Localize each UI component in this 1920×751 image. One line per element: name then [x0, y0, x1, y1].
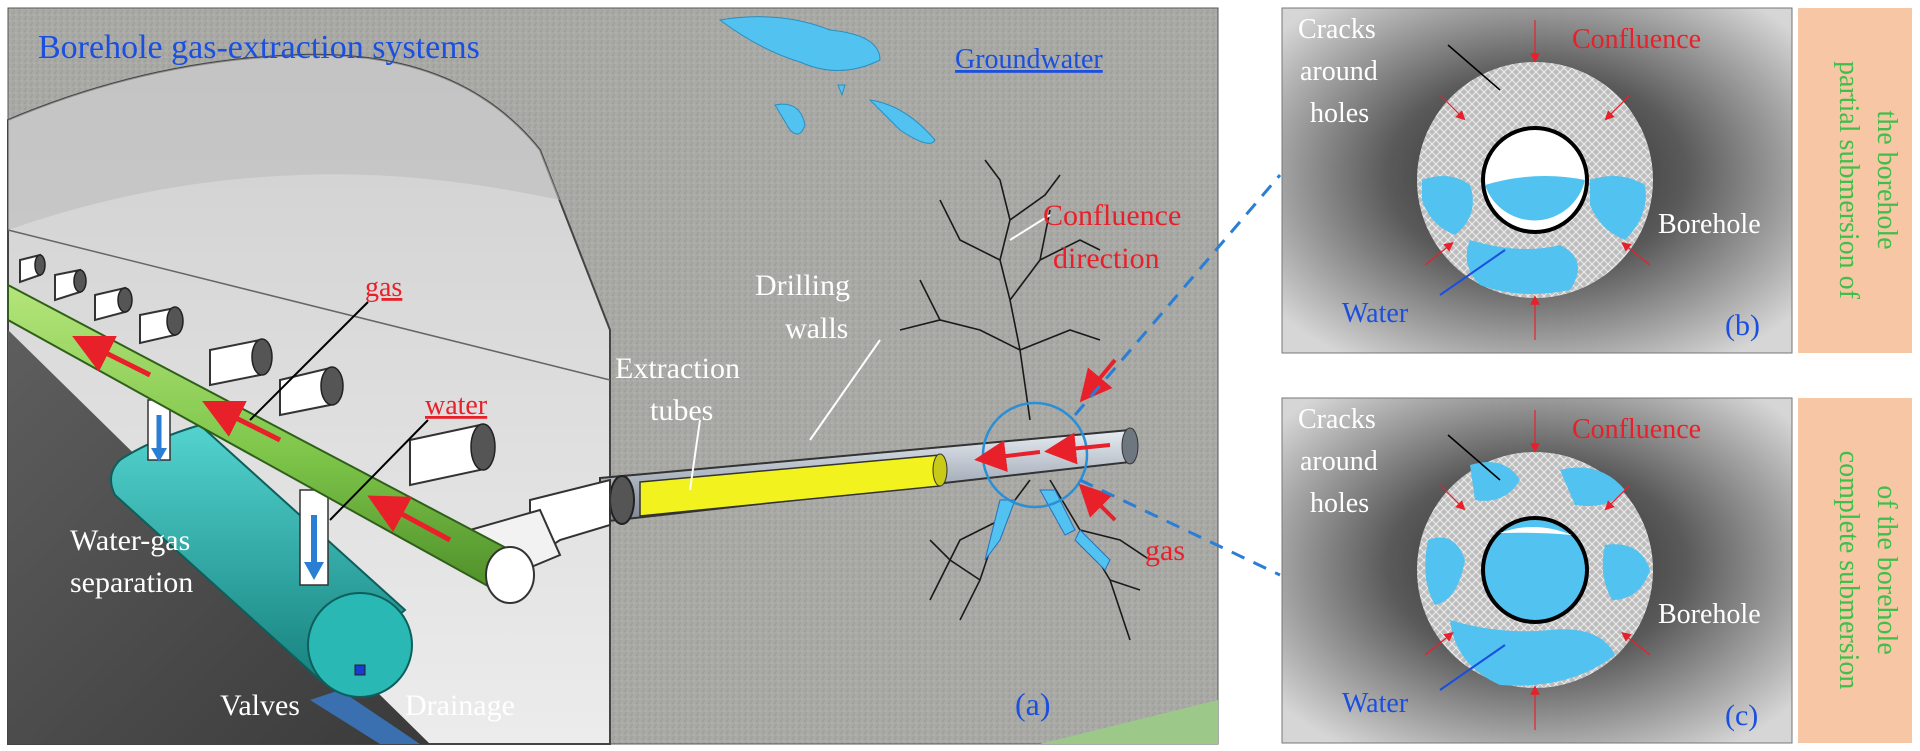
valve-icon: [354, 664, 366, 676]
water-patches: [1422, 176, 1646, 294]
drainage-channel: [310, 690, 420, 744]
drilling-label: Drilling: [755, 269, 850, 302]
drop-pipes: [147, 399, 329, 586]
panel-b-side-line2: the borehole: [1871, 110, 1902, 249]
drainage-label: Drainage: [405, 689, 515, 722]
walls-label: walls: [785, 312, 848, 345]
panel-c-label: (c): [1725, 699, 1758, 732]
cracks-label: Cracks: [1298, 14, 1376, 45]
flow-arrows-tube: [974, 358, 1117, 522]
panel-b-side-bar: [1798, 8, 1912, 353]
borehole-label: Borehole: [1658, 209, 1761, 240]
water-patches: [1425, 462, 1650, 686]
flow-arrows-pipe: [72, 336, 452, 543]
water-label: water: [425, 390, 488, 421]
leader-lines: [249, 214, 1051, 521]
groundwater-blob: [837, 84, 846, 97]
gas-label-top: gas: [365, 272, 402, 303]
borehole-water-partial: [1485, 176, 1585, 221]
panel-b: Cracks around holes Confluence Borehole …: [1281, 7, 1912, 354]
panel-c: Cracks around holes Confluence Borehole …: [1281, 397, 1912, 744]
extraction-label: Extraction: [615, 352, 740, 385]
tunnel-ceiling-shade: [8, 54, 560, 231]
around-label: around: [1300, 56, 1378, 87]
water-in-cracks: [984, 489, 1111, 571]
panel-a: Borehole gas-extraction systems Groundwa…: [7, 7, 1219, 745]
cracks-label: Cracks: [1298, 404, 1376, 435]
borehole-circle: [1481, 516, 1589, 624]
panel-b-label: (b): [1725, 309, 1760, 342]
borehole-air-pocket: [1500, 526, 1572, 535]
panel-a-title: Borehole gas-extraction systems: [38, 29, 480, 66]
leader-line: [1439, 249, 1506, 296]
borehole-label: Borehole: [1658, 599, 1761, 630]
water-gas-label: Water-gas: [70, 524, 190, 557]
leader-line: [1447, 434, 1501, 481]
pressure-arrows: [1424, 20, 1651, 340]
direction-label: direction: [1053, 242, 1160, 275]
panel-b-side-line1: partial submersion of: [1833, 61, 1864, 300]
groundwater-blob: [868, 99, 936, 144]
gas-label-right: gas: [1145, 534, 1185, 567]
panel-c-side-line1: complete submersion: [1833, 451, 1864, 690]
separation-tank: [110, 423, 413, 698]
confluence-label: Confluence: [1572, 24, 1701, 55]
holes-label: holes: [1310, 488, 1369, 519]
leader-line: [1439, 644, 1506, 691]
tubes-label: tubes: [650, 394, 713, 427]
panel-c-side-line2: of the borehole: [1871, 485, 1902, 655]
around-label: around: [1300, 446, 1378, 477]
groundwater-blob: [774, 103, 806, 135]
ground-patch: [1040, 700, 1218, 744]
zoom-lines: [1073, 174, 1282, 577]
confluence-label: Confluence: [1043, 199, 1181, 232]
leader-line: [1447, 44, 1501, 91]
groundwater-blob: [718, 16, 881, 71]
water-label: Water: [1342, 688, 1409, 719]
separation-label: separation: [70, 566, 193, 599]
confluence-label: Confluence: [1572, 414, 1701, 445]
tunnel-edge-line: [7, 229, 611, 381]
panel-c-side-bar: [1798, 398, 1912, 743]
branch-caps: [34, 254, 496, 471]
holes-label: holes: [1310, 98, 1369, 129]
groundwater-label: Groundwater: [955, 44, 1103, 75]
panel-a-label: (a): [1015, 686, 1051, 722]
water-label: Water: [1342, 298, 1409, 329]
valves-label: Valves: [220, 689, 300, 722]
pressure-arrows: [1424, 410, 1651, 730]
